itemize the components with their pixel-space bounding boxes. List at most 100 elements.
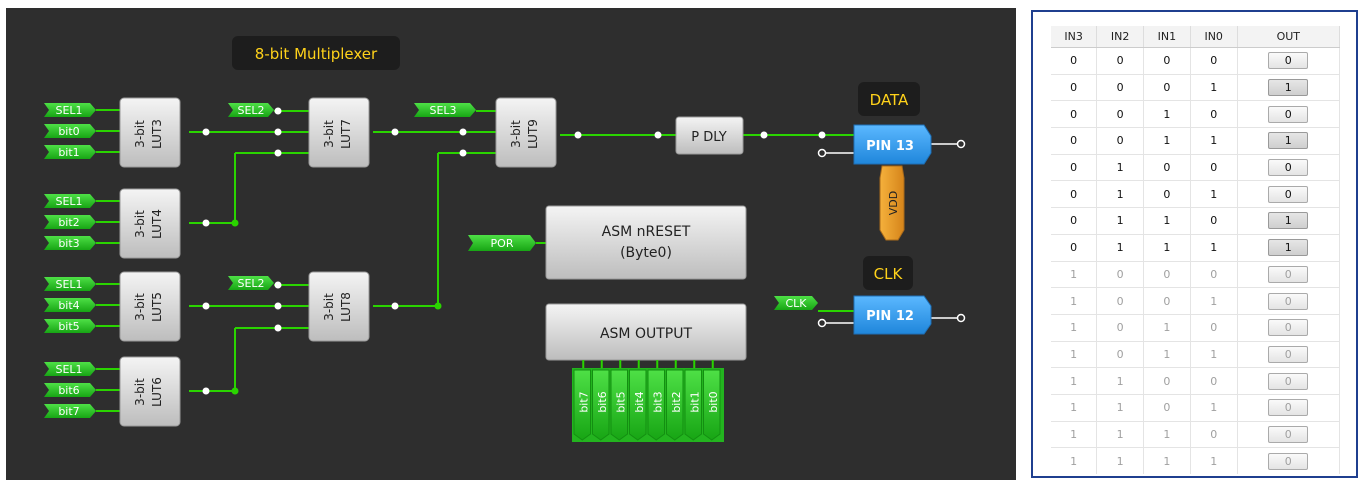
lut4-block[interactable]: 3-bit LUT4 bbox=[119, 188, 181, 259]
output-toggle-button[interactable]: 0 bbox=[1268, 452, 1309, 470]
table-cell: 0 bbox=[1190, 420, 1238, 448]
output-toggle-button[interactable]: 1 bbox=[1268, 212, 1309, 230]
lut9-block[interactable]: 3-bit LUT9 bbox=[495, 97, 557, 168]
output-toggle-button[interactable]: 0 bbox=[1268, 159, 1309, 177]
pdly-block[interactable]: P DLY bbox=[675, 116, 744, 155]
output-toggle-button[interactable]: 0 bbox=[1268, 399, 1309, 417]
asm-output-bit-port[interactable] bbox=[610, 369, 628, 441]
svg-text:LUT8: LUT8 bbox=[339, 292, 353, 322]
port-bit4[interactable]: bit4 bbox=[44, 298, 96, 312]
output-toggle-button[interactable]: 0 bbox=[1268, 292, 1309, 310]
lut6-block[interactable]: 3-bit LUT6 bbox=[119, 356, 181, 427]
port-bit7[interactable]: bit7 bbox=[44, 404, 96, 418]
output-cell: 0 bbox=[1237, 367, 1341, 395]
table-cell: 1 bbox=[1096, 153, 1144, 181]
col-in1: IN1 bbox=[1143, 26, 1191, 48]
table-cell: 0 bbox=[1190, 260, 1238, 288]
svg-text:SEL2: SEL2 bbox=[237, 277, 264, 290]
output-cell: 0 bbox=[1237, 313, 1341, 342]
asm-output-bit-port[interactable] bbox=[629, 369, 647, 441]
port-bit1[interactable]: bit1 bbox=[44, 145, 96, 159]
table-cell: 0 bbox=[1051, 207, 1098, 235]
svg-text:bit6: bit6 bbox=[58, 384, 79, 397]
table-cell: 1 bbox=[1143, 233, 1191, 261]
asm-output-bit-port[interactable] bbox=[666, 369, 684, 441]
output-toggle-button[interactable]: 0 bbox=[1268, 345, 1309, 363]
asm-output-bit-label: bit6 bbox=[596, 391, 609, 412]
table-cell: 0 bbox=[1190, 313, 1238, 342]
asm-output-bit-port[interactable] bbox=[592, 369, 610, 441]
lut5-block[interactable]: 3-bit LUT5 bbox=[119, 271, 181, 342]
asm-output-bit-label: bit4 bbox=[633, 391, 646, 412]
svg-text:bit4: bit4 bbox=[58, 299, 79, 312]
table-cell: 0 bbox=[1051, 47, 1098, 75]
table-cell: 1 bbox=[1190, 127, 1238, 155]
table-cell: 1 bbox=[1190, 447, 1238, 474]
asm-nreset-block[interactable]: ASM nRESET (Byte0) bbox=[545, 205, 747, 280]
port-clk[interactable]: CLK bbox=[774, 296, 818, 310]
port-sel1-lut5[interactable]: SEL1 bbox=[44, 277, 96, 291]
output-toggle-button[interactable]: 0 bbox=[1268, 372, 1309, 390]
table-cell: 1 bbox=[1143, 127, 1191, 155]
svg-text:bit5: bit5 bbox=[58, 320, 79, 333]
output-cell: 0 bbox=[1237, 100, 1341, 128]
table-cell: 1 bbox=[1096, 367, 1144, 395]
output-toggle-button[interactable]: 0 bbox=[1268, 52, 1309, 70]
lut7-block[interactable]: 3-bit LUT7 bbox=[308, 97, 370, 168]
asm-output-bit-port[interactable] bbox=[703, 369, 721, 441]
svg-text:bit2: bit2 bbox=[58, 216, 79, 229]
col-in0: IN0 bbox=[1190, 26, 1238, 48]
pin13-block[interactable]: PIN 13 bbox=[853, 124, 932, 165]
port-bit6[interactable]: bit6 bbox=[44, 383, 96, 397]
port-bit5[interactable]: bit5 bbox=[44, 319, 96, 333]
output-toggle-button[interactable]: 0 bbox=[1268, 105, 1309, 123]
output-toggle-button[interactable]: 0 bbox=[1268, 265, 1309, 283]
vdd-connector[interactable]: VDD bbox=[879, 165, 905, 241]
svg-text:POR: POR bbox=[491, 237, 514, 250]
port-sel2-lut7[interactable]: SEL2 bbox=[228, 103, 274, 117]
port-sel1-lut4[interactable]: SEL1 bbox=[44, 194, 96, 208]
output-toggle-button[interactable]: 1 bbox=[1268, 132, 1309, 150]
table-cell: 0 bbox=[1051, 73, 1098, 101]
lut3-block[interactable]: 3-bit LUT3 bbox=[119, 97, 181, 168]
asm-output-block[interactable]: ASM OUTPUT bbox=[545, 303, 747, 361]
output-toggle-button[interactable]: 0 bbox=[1268, 185, 1309, 203]
table-cell: 1 bbox=[1096, 180, 1144, 208]
pin-out-lines bbox=[826, 143, 957, 324]
table-cell: 1 bbox=[1051, 447, 1098, 474]
output-toggle-button[interactable]: 1 bbox=[1268, 239, 1309, 257]
port-bit0[interactable]: bit0 bbox=[44, 124, 96, 138]
pin12-block[interactable]: PIN 12 bbox=[853, 295, 932, 335]
output-cell: 0 bbox=[1237, 393, 1341, 422]
port-por[interactable]: POR bbox=[468, 235, 536, 251]
svg-text:bit0: bit0 bbox=[58, 125, 79, 138]
table-cell: 1 bbox=[1051, 367, 1098, 395]
table-cell: 0 bbox=[1143, 73, 1191, 101]
port-bit2[interactable]: bit2 bbox=[44, 215, 96, 229]
table-cell: 0 bbox=[1143, 47, 1191, 75]
asm-output-bit-port[interactable] bbox=[647, 369, 665, 441]
port-sel1-lut6[interactable]: SEL1 bbox=[44, 362, 96, 376]
port-sel1-lut3[interactable]: SEL1 bbox=[44, 103, 96, 117]
output-toggle-button[interactable]: 0 bbox=[1268, 319, 1309, 337]
port-sel3-lut9[interactable]: SEL3 bbox=[414, 103, 476, 117]
table-cell: 1 bbox=[1143, 313, 1191, 342]
output-toggle-button[interactable]: 1 bbox=[1268, 79, 1309, 97]
svg-text:PIN 12: PIN 12 bbox=[866, 309, 914, 324]
truth-table-header: IN3 IN2 IN1 IN0 OUT bbox=[1051, 26, 1341, 48]
output-toggle-button[interactable]: 0 bbox=[1268, 425, 1309, 443]
asm-output-bit-port[interactable] bbox=[684, 369, 702, 441]
table-cell: 0 bbox=[1096, 73, 1144, 101]
lut8-block[interactable]: 3-bit LUT8 bbox=[308, 271, 370, 342]
clk-label: CLK bbox=[874, 265, 904, 283]
table-cell: 0 bbox=[1143, 153, 1191, 181]
schematic-canvas[interactable]: 8-bit Multiplexer bbox=[6, 8, 1016, 480]
port-sel2-lut8[interactable]: SEL2 bbox=[228, 276, 274, 290]
svg-text:LUT6: LUT6 bbox=[150, 377, 164, 407]
port-bit3[interactable]: bit3 bbox=[44, 236, 96, 250]
table-cell: 0 bbox=[1051, 153, 1098, 181]
svg-text:3-bit: 3-bit bbox=[133, 378, 147, 406]
asm-output-bit-port[interactable] bbox=[573, 369, 591, 441]
